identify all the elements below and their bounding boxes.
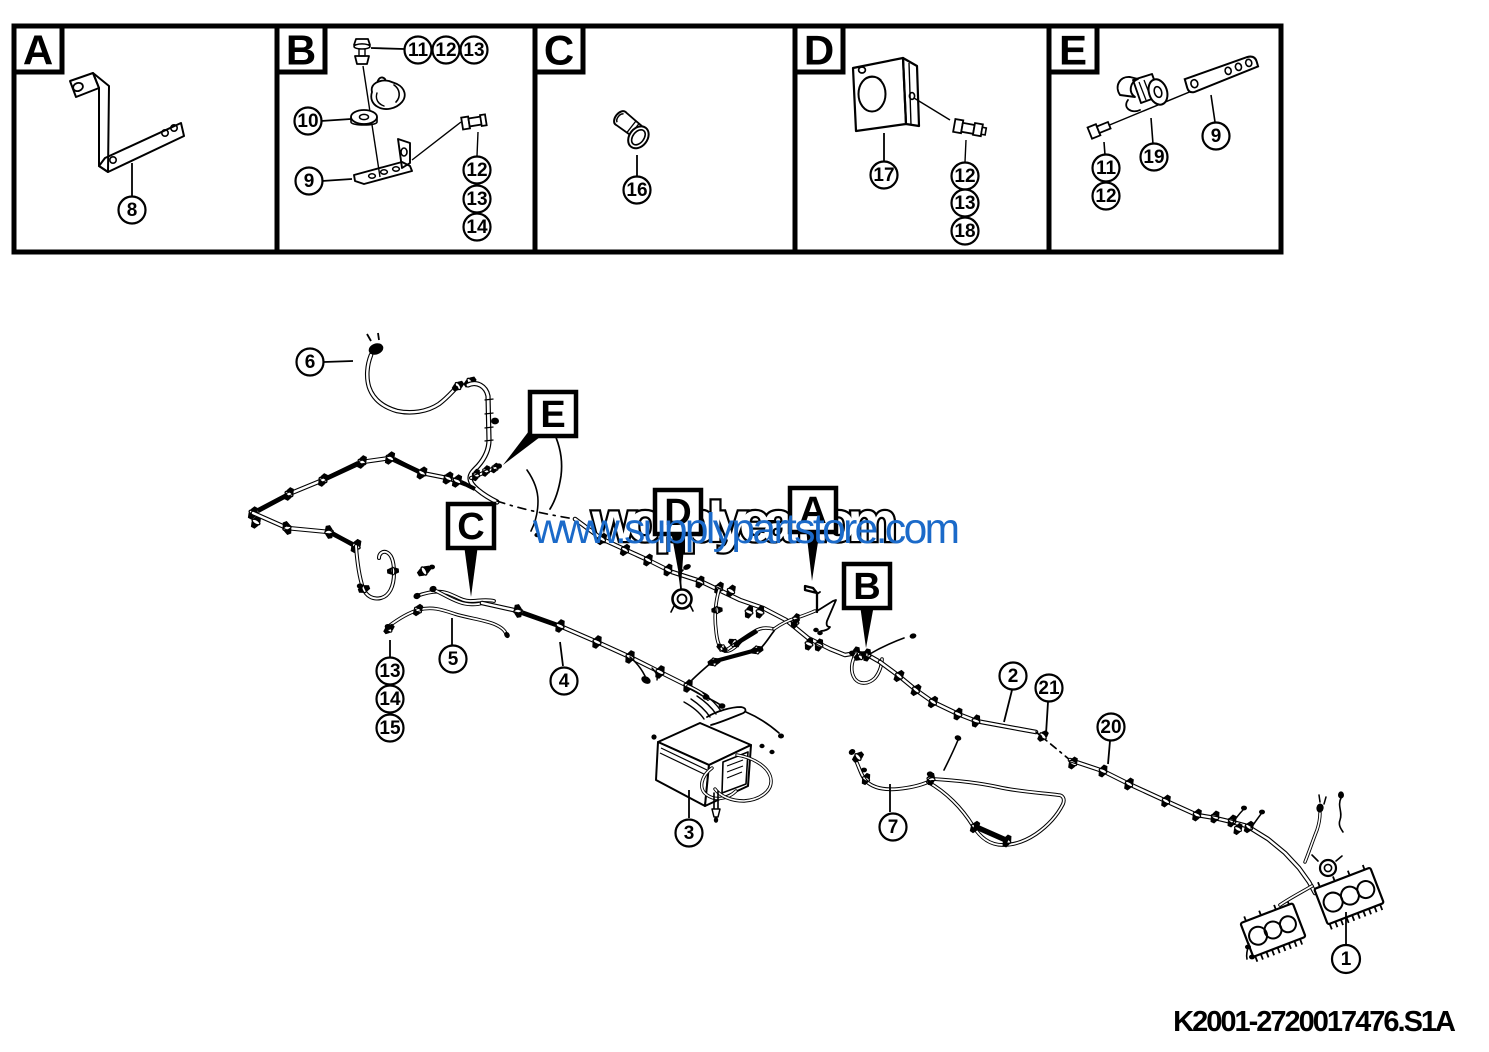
svg-text:www.supplypartstore.com: www.supplypartstore.com (532, 506, 958, 553)
svg-text:11: 11 (408, 40, 429, 61)
svg-text:9: 9 (304, 171, 315, 192)
svg-text:14: 14 (379, 689, 401, 710)
svg-text:13: 13 (463, 40, 484, 61)
svg-text:16: 16 (626, 180, 647, 201)
svg-text:E: E (1059, 27, 1087, 74)
svg-text:9: 9 (1211, 126, 1222, 147)
svg-text:12: 12 (1095, 186, 1116, 207)
svg-text:6: 6 (305, 352, 316, 373)
svg-text:5: 5 (448, 649, 459, 670)
svg-text:12: 12 (954, 166, 975, 187)
svg-text:D: D (804, 27, 834, 74)
svg-text:10: 10 (297, 111, 318, 132)
svg-text:2: 2 (1008, 666, 1019, 687)
svg-text:A: A (23, 27, 53, 74)
svg-text:12: 12 (435, 40, 456, 61)
svg-text:E: E (540, 394, 565, 436)
svg-text:13: 13 (379, 661, 400, 682)
svg-text:11: 11 (1096, 158, 1117, 179)
svg-text:A: A (799, 490, 826, 532)
svg-text:8: 8 (127, 200, 138, 221)
svg-text:12: 12 (466, 160, 487, 181)
svg-text:20: 20 (1100, 717, 1121, 738)
svg-text:D: D (664, 492, 691, 534)
svg-text:1: 1 (1341, 949, 1352, 970)
svg-text:13: 13 (954, 193, 975, 214)
svg-text:wopplyeah.om: wopplyeah.om (591, 490, 895, 553)
svg-text:17: 17 (873, 165, 894, 186)
svg-text:21: 21 (1038, 678, 1060, 699)
svg-text:18: 18 (954, 221, 975, 242)
svg-text:B: B (853, 566, 880, 608)
svg-text:19: 19 (1143, 147, 1164, 168)
svg-text:14: 14 (466, 217, 488, 238)
svg-text:4: 4 (559, 671, 570, 692)
svg-text:7: 7 (888, 817, 899, 838)
svg-text:13: 13 (466, 189, 487, 210)
svg-text:15: 15 (379, 718, 401, 739)
svg-text:K2001-2720017476.S1A: K2001-2720017476.S1A (1173, 1006, 1456, 1038)
svg-text:C: C (544, 27, 574, 74)
svg-text:C: C (457, 506, 484, 548)
svg-text:3: 3 (684, 823, 695, 844)
svg-text:B: B (286, 27, 316, 74)
